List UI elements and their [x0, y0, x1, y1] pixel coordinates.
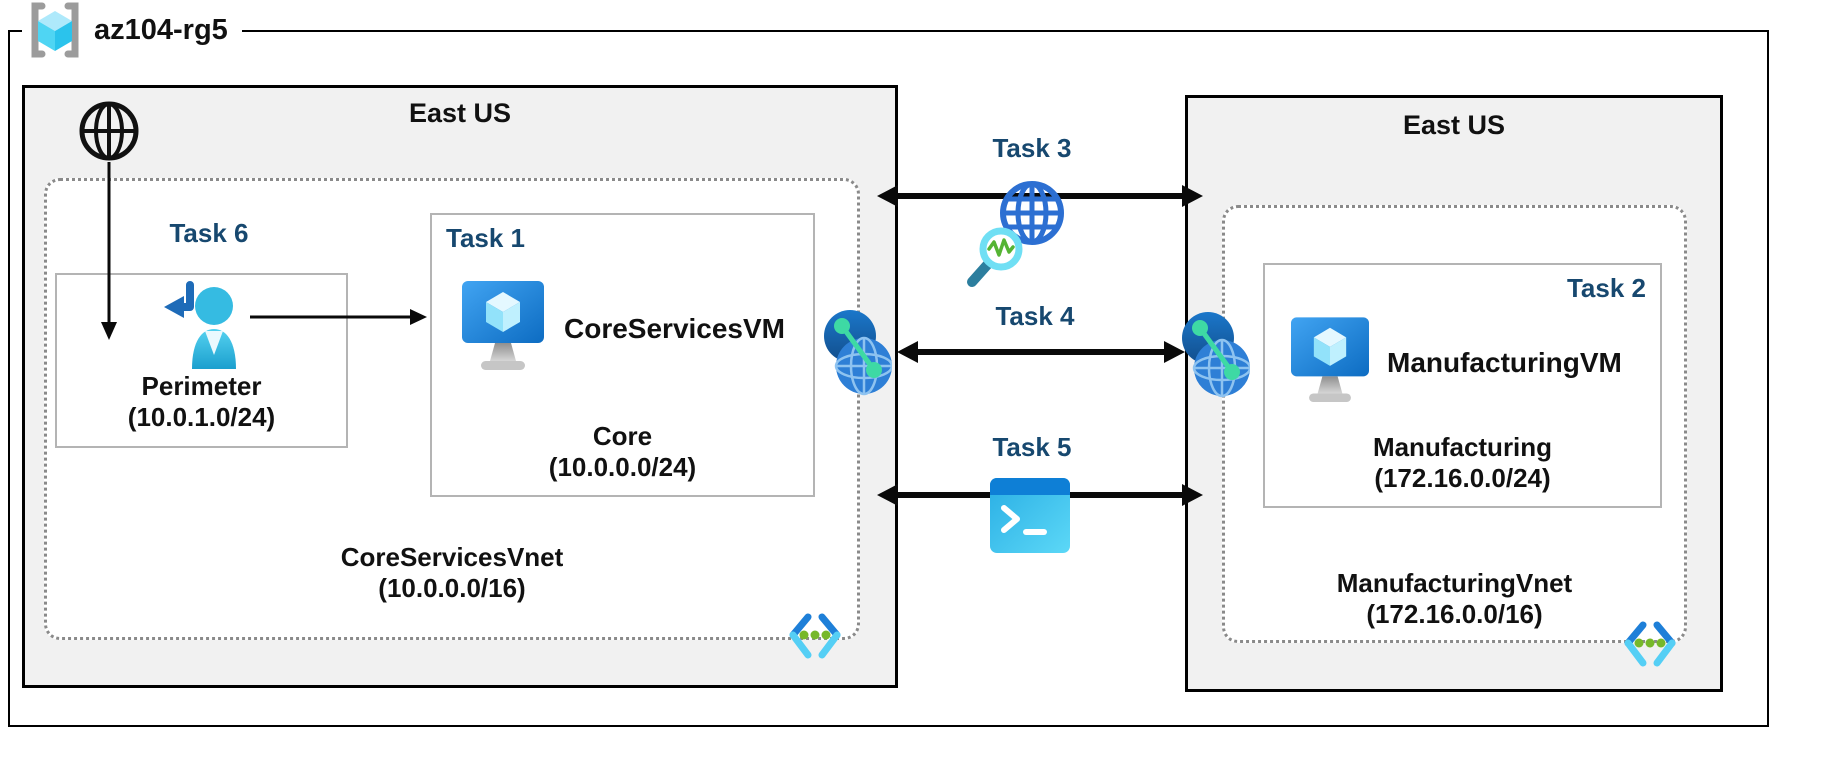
task2-vm-box: Task 2 ManufacturingVM Manufacturing (17…: [1263, 263, 1662, 508]
task2-label: Task 2: [1566, 273, 1646, 303]
virtual-network-icon-right: [1622, 620, 1678, 668]
left-region-title: East US: [408, 98, 512, 128]
core-subnet-name: Core: [592, 421, 653, 451]
manufacturing-vnet-caption: ManufacturingVnet (172.16.0.0/16): [1222, 568, 1687, 630]
task3-label: Task 3: [992, 133, 1072, 163]
manufacturing-vnet-name: ManufacturingVnet: [1336, 568, 1573, 598]
vm-icon: [462, 281, 544, 377]
vm-icon: [1291, 317, 1369, 409]
task6-label: Task 6: [169, 218, 249, 248]
virtual-network-icon-left: [787, 612, 843, 660]
user-entry-icon: [160, 279, 244, 371]
resource-group-name: az104-rg5: [94, 13, 228, 46]
core-services-vnet-name: CoreServicesVnet: [340, 542, 564, 572]
core-services-vm-name: CoreServicesVM: [564, 313, 786, 344]
perimeter-subnet-cidr: (10.0.1.0/24): [127, 402, 276, 432]
manufacturing-vm-name: ManufacturingVM: [1387, 347, 1622, 378]
network-watcher-icon: [962, 170, 1082, 288]
core-services-vnet-caption: CoreServicesVnet (10.0.0.0/16): [44, 542, 860, 604]
perimeter-subnet-name: Perimeter: [141, 371, 262, 401]
manufacturing-subnet-cidr: (172.16.0.0/24): [1374, 463, 1551, 493]
core-services-vnet-cidr: (10.0.0.0/16): [378, 573, 526, 603]
task5-label: Task 5: [992, 432, 1072, 462]
manufacturing-vnet-cidr: (172.16.0.0/16): [1366, 599, 1543, 629]
internet-globe-icon: [79, 101, 139, 161]
task4-label: Task 4: [995, 301, 1075, 331]
perimeter-subnet-box: Perimeter (10.0.1.0/24): [55, 273, 348, 448]
resource-group-label: az104-rg5: [22, 0, 242, 60]
right-region-title: East US: [1402, 110, 1506, 140]
manufacturing-subnet-name: Manufacturing: [1372, 432, 1553, 462]
core-subnet-cidr: (10.0.0.0/24): [548, 452, 697, 482]
task1-vm-box: Task 1 CoreServicesVM Core (10.0.0.0/24): [430, 213, 815, 497]
task1-label: Task 1: [446, 223, 526, 253]
cloud-shell-icon: [990, 478, 1070, 553]
resource-group-icon: [26, 1, 84, 59]
vnet-peering-icon-left: [824, 308, 892, 398]
vnet-peering-icon-right: [1182, 310, 1250, 400]
